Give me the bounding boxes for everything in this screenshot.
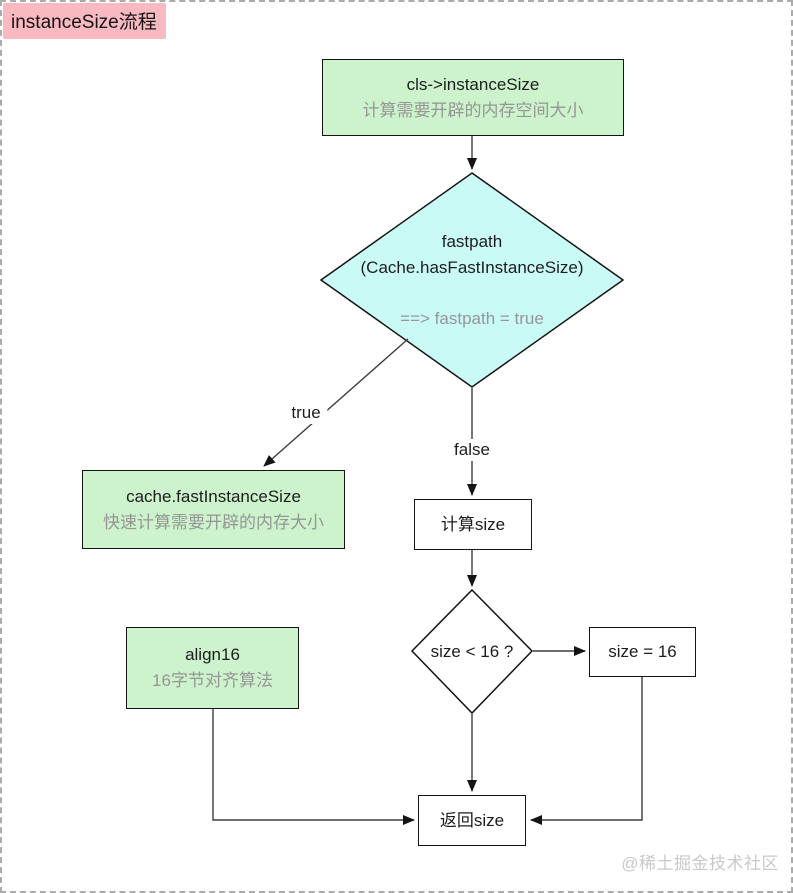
page-title-badge: instanceSize流程 [3,3,166,39]
node-return-size: 返回size [418,795,526,846]
node-cache-fastinstancesize-title: cache.fastInstanceSize [126,486,301,506]
edge-label-false: false [447,439,497,461]
node-fastpath-title: fastpath [441,231,503,251]
node-cache-fastinstancesize-subtitle: 快速计算需要开辟的内存大小 [103,512,324,532]
node-fastpath-decision: fastpath (Cache.hasFastInstanceSize) ==>… [321,173,623,387]
node-fastpath-note: ==> fastpath = true [400,308,544,328]
edge-size16-to-return [530,677,643,825]
node-compute-size: 计算size [414,499,532,550]
node-cls-instancesize: cls->instanceSize 计算需要开辟的内存空间大小 [322,59,624,136]
node-align16-subtitle: 16字节对齐算法 [152,671,273,690]
fastpath-diamond-shape [319,172,625,388]
node-compute-size-title: 计算size [440,514,506,534]
edge-true-branch [263,338,409,467]
watermark: @稀土掘金技术社区 [621,854,779,873]
node-cache-fastinstancesize: cache.fastInstanceSize 快速计算需要开辟的内存大小 [82,470,345,549]
node-fastpath-condition: (Cache.hasFastInstanceSize) [360,257,584,277]
size-check-diamond-shape [410,588,534,715]
node-size-16: size = 16 [589,627,696,677]
node-size-check-decision: size < 16 ? [412,590,532,713]
node-align16: align16 16字节对齐算法 [126,627,299,709]
node-cls-instancesize-title: cls->instanceSize [406,74,540,94]
node-cls-instancesize-subtitle: 计算需要开辟的内存空间大小 [362,100,584,120]
node-size-check-title: size < 16 ? [430,641,514,661]
node-return-size-title: 返回size [439,810,505,830]
edge-label-true: true [284,402,328,424]
edge-align16-to-return [212,709,415,825]
node-size-16-title: size = 16 [608,642,677,661]
node-align16-title: align16 [185,645,240,664]
